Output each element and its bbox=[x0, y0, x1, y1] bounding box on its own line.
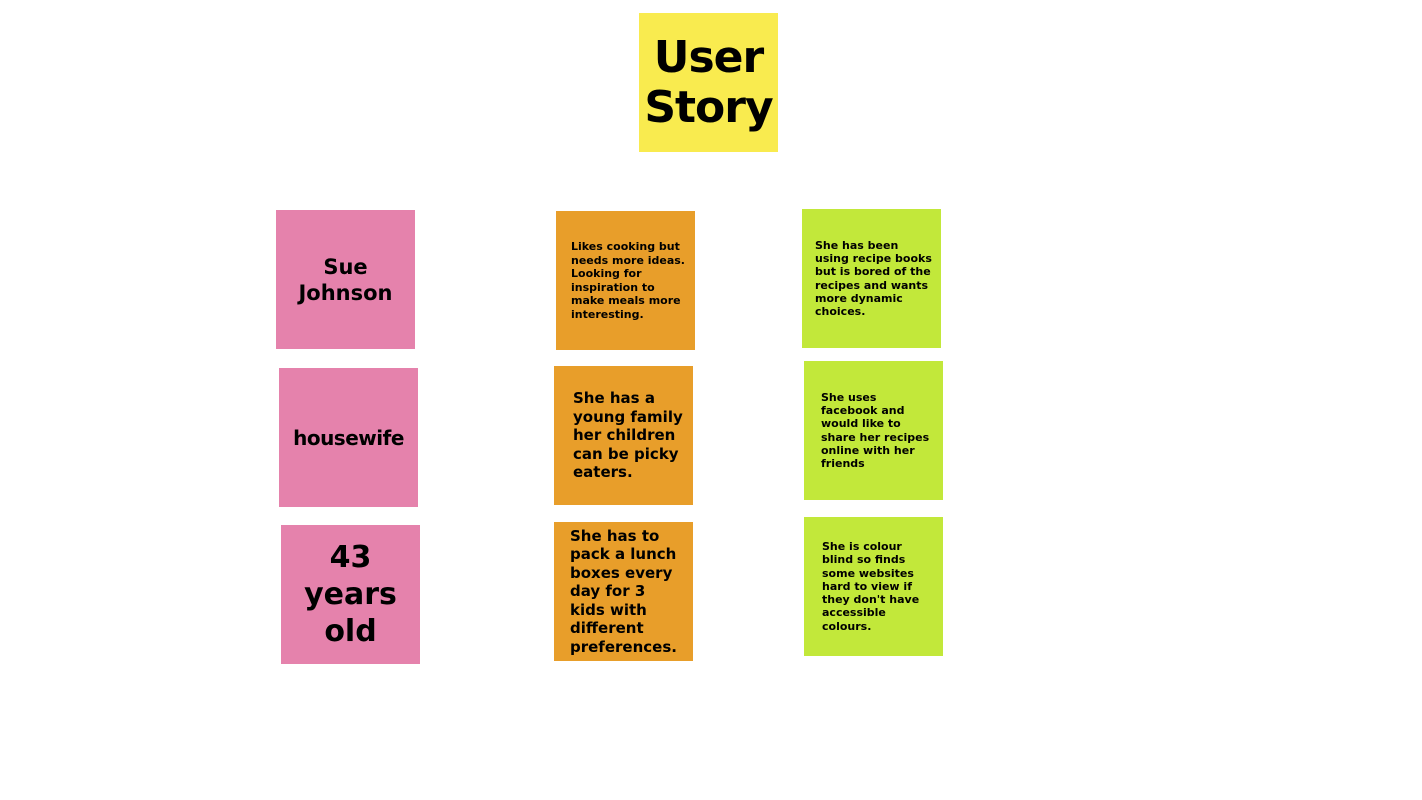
likes-cooking-sticky-note: Likes cooking but needs more ideas. Look… bbox=[556, 211, 695, 350]
recipe-books-text: She has been using recipe books but is b… bbox=[815, 238, 932, 319]
title-sticky-note: User Story bbox=[639, 13, 778, 152]
young-family-text: She has a young family her children can … bbox=[573, 389, 683, 482]
recipe-books-sticky-note: She has been using recipe books but is b… bbox=[802, 209, 941, 348]
likes-cooking-text: Likes cooking but needs more ideas. Look… bbox=[571, 240, 685, 321]
colour-blind-sticky-note: She is colour blind so finds some websit… bbox=[804, 517, 943, 656]
title-text: User Story bbox=[644, 31, 773, 133]
persona-occupation-text: housewife bbox=[293, 425, 404, 450]
persona-age-sticky-note: 43 years old bbox=[281, 525, 420, 664]
young-family-sticky-note: She has a young family her children can … bbox=[554, 366, 693, 505]
lunch-boxes-text: She has to pack a lunch boxes every day … bbox=[570, 526, 677, 656]
persona-age-text: 43 years old bbox=[304, 540, 397, 649]
persona-name-sticky-note: Sue Johnson bbox=[276, 210, 415, 349]
facebook-text: She uses facebook and would like to shar… bbox=[821, 390, 930, 471]
persona-occupation-sticky-note: housewife bbox=[279, 368, 418, 507]
facebook-sticky-note: She uses facebook and would like to shar… bbox=[804, 361, 943, 500]
persona-name-text: Sue Johnson bbox=[298, 254, 393, 305]
lunch-boxes-sticky-note: She has to pack a lunch boxes every day … bbox=[554, 522, 693, 661]
colour-blind-text: She is colour blind so finds some websit… bbox=[822, 539, 920, 633]
